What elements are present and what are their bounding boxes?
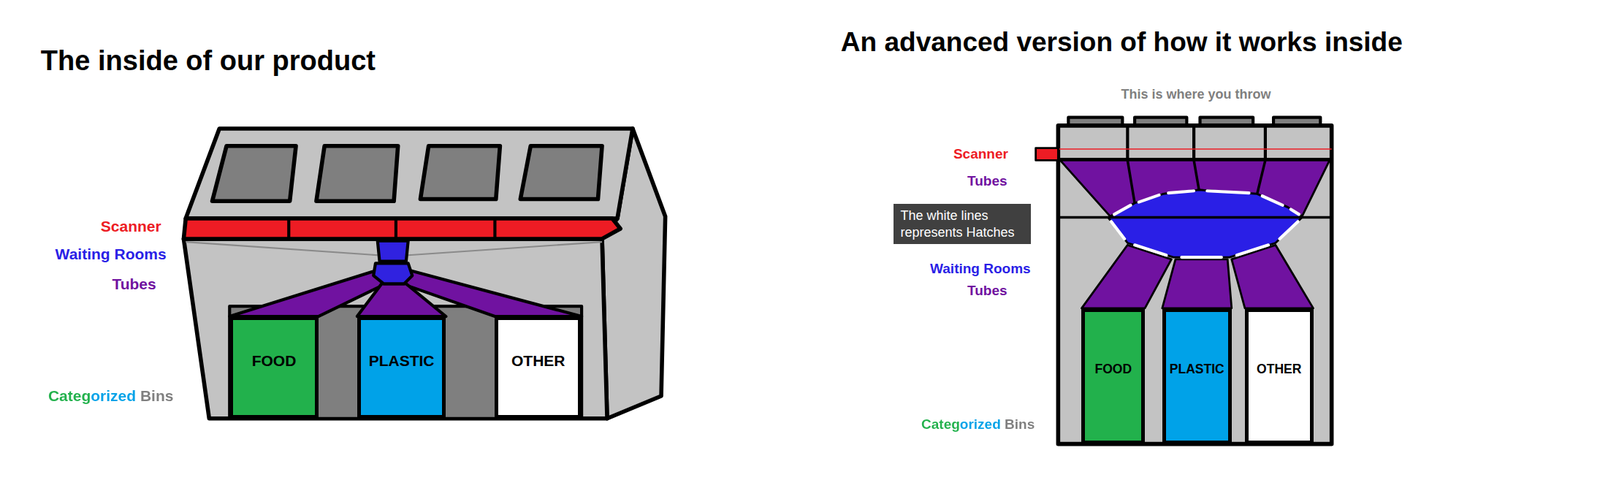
left-bin-unit — [183, 128, 665, 419]
part-label: Scanner — [953, 146, 1009, 163]
other-bin: OTHER — [1244, 308, 1314, 445]
hatch — [1168, 190, 1194, 193]
hatches — [1111, 190, 1299, 258]
other-bin: OTHER — [494, 316, 582, 419]
scanner-divider — [394, 218, 398, 239]
roof-panel — [185, 128, 633, 219]
housing — [1057, 125, 1332, 445]
hatch — [1206, 190, 1249, 193]
bin-label: PLASTIC — [1169, 361, 1225, 377]
part-label: Tubes — [111, 274, 156, 293]
bin-label: OTHER — [511, 352, 566, 370]
hatch — [1111, 221, 1125, 239]
slot-divider — [1192, 125, 1196, 160]
hatch — [1134, 244, 1167, 255]
throw-slot — [520, 146, 603, 200]
scanner-divider — [287, 218, 291, 239]
part-label: Waiting Rooms — [930, 260, 1031, 278]
scanner-divider — [493, 218, 497, 239]
note-text: The white lines represents Hatches — [900, 207, 1024, 241]
part-label: Scanner — [100, 216, 162, 236]
bin-label: FOOD — [252, 352, 297, 370]
hatch — [1262, 195, 1283, 206]
tube-divider — [1257, 160, 1266, 194]
diagram-title: An advanced version of how it works insi… — [840, 26, 1403, 59]
hatch — [1236, 244, 1269, 255]
bin-label: OTHER — [1256, 361, 1302, 377]
bin-bay — [229, 306, 582, 419]
tube — [1081, 244, 1172, 309]
bin-label: PLASTIC — [368, 352, 435, 370]
front-face — [183, 238, 608, 419]
inner-edge — [408, 241, 603, 255]
throw-slot — [420, 146, 500, 200]
hatch — [1138, 195, 1160, 203]
slot-divider — [1263, 125, 1267, 160]
tube-divider — [1127, 160, 1135, 204]
plastic-bin: PLASTIC — [357, 316, 447, 419]
divider — [1057, 216, 1332, 219]
tube — [357, 283, 447, 317]
inner-edge — [185, 241, 378, 255]
throw-slot — [212, 146, 297, 201]
hatch — [1290, 208, 1299, 215]
part-label: Tubes — [967, 173, 1008, 190]
plastic-bin: PLASTIC — [1162, 308, 1232, 445]
part-label: Categorized Bins — [921, 416, 1035, 434]
part-label: Waiting Rooms — [55, 244, 167, 264]
note-label: This is where you throw — [1120, 86, 1271, 104]
right-bin-unit — [1035, 117, 1332, 445]
hatch — [1181, 255, 1221, 259]
part-label: Tubes — [967, 282, 1008, 300]
hatch — [1114, 205, 1131, 215]
slot-divider — [1125, 125, 1129, 160]
food-bin: FOOD — [229, 316, 319, 419]
waiting-room — [377, 241, 409, 262]
waiting-room — [1108, 189, 1302, 258]
waiting-room — [373, 263, 413, 284]
scan-line — [1057, 148, 1332, 150]
scanner — [1035, 148, 1059, 161]
diagram-title: The inside of our product — [40, 44, 376, 79]
food-bin: FOOD — [1081, 308, 1145, 445]
note-box: The white lines represents Hatches — [893, 203, 1031, 245]
scanner-band — [183, 218, 621, 239]
tube — [1162, 259, 1232, 309]
tube — [1231, 244, 1314, 309]
tube-divider — [1193, 160, 1199, 190]
bin-label: FOOD — [1095, 361, 1133, 377]
throw-slot — [316, 146, 399, 201]
hatch — [1279, 221, 1298, 239]
part-label: Categorized Bins — [48, 386, 174, 405]
